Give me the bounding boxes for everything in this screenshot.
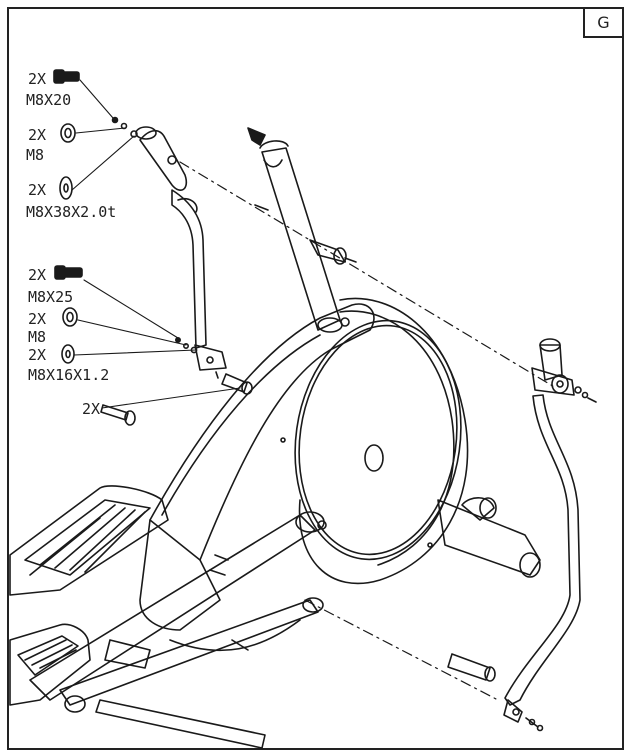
bolt-icon	[54, 265, 83, 280]
right-handlebar	[503, 338, 581, 723]
part-qty-7: 2X	[82, 400, 101, 418]
part-spec-1: M8X20	[26, 91, 72, 109]
pivot-axle-right	[447, 653, 496, 682]
hardware-right	[525, 386, 597, 732]
rear-stabilizer	[437, 497, 541, 578]
pedal-lower	[9, 623, 91, 706]
part-qty-4: 2X	[28, 266, 47, 284]
part-spec-5: M8	[28, 328, 47, 346]
flywheel-cover	[280, 297, 469, 585]
part-spec-3: M8X38X2.0t	[26, 203, 117, 221]
part-spec-4: M8X25	[28, 288, 74, 306]
part-qty-2: 2X	[28, 126, 47, 144]
pedal-arm-left	[29, 511, 327, 706]
left-handlebar	[135, 126, 227, 379]
nut-icon	[62, 307, 78, 327]
console-mast	[247, 127, 357, 333]
axle-pin-icon	[100, 404, 136, 426]
washer-icon	[59, 176, 73, 200]
bolt-icon	[53, 69, 80, 84]
part-spec-2: M8	[26, 146, 45, 164]
part-qty-1: 2X	[28, 70, 47, 88]
hardware-small	[111, 116, 198, 354]
main-frame	[139, 303, 375, 652]
nut-icon	[60, 123, 76, 143]
leader-lines	[71, 79, 241, 409]
pedal-upper	[9, 485, 169, 596]
part-qty-3: 2X	[28, 181, 47, 199]
part-qty-6: 2X	[28, 346, 47, 364]
diagram-frame	[7, 7, 624, 750]
part-spec-6: M8X16X1.2	[28, 366, 110, 384]
step-label-box: G	[583, 7, 624, 38]
washer-icon	[61, 344, 75, 364]
step-label: G	[597, 13, 610, 32]
part-qty-5: 2X	[28, 310, 47, 328]
base-rail	[64, 639, 266, 749]
axle-dash-lines	[179, 161, 557, 701]
